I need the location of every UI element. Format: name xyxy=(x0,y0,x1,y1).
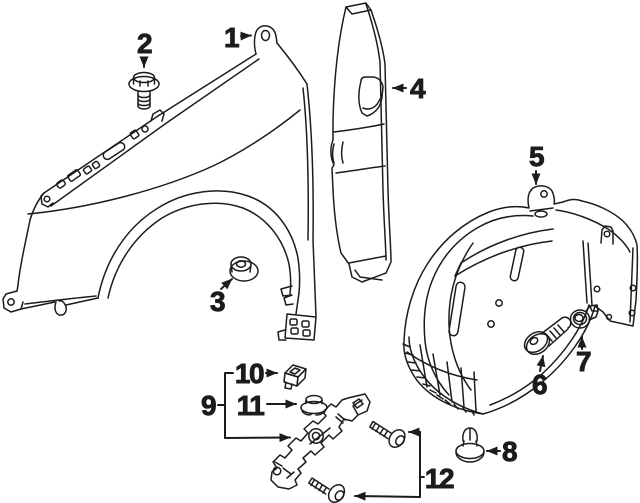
fender-lower-bracket xyxy=(284,313,317,341)
liner-tab-hole xyxy=(540,190,548,198)
bracket-screw-upper-drawing xyxy=(369,420,406,449)
fender-bracket-drawing xyxy=(270,393,371,490)
fender-tab xyxy=(253,25,278,55)
leader-bracket-9 xyxy=(217,372,234,439)
bracket-screw-lower-drawing xyxy=(308,477,346,503)
callout-8: 8 xyxy=(486,436,519,467)
callout-12: 12 xyxy=(354,427,456,501)
bracket-clip-drawing xyxy=(283,364,307,390)
fender-insulator-drawing xyxy=(330,2,392,283)
callout-4: 4 xyxy=(392,73,428,104)
liner-outline xyxy=(403,185,639,415)
callout-label-3: 3 xyxy=(210,286,225,317)
leader-line-9 xyxy=(224,433,291,443)
fender-bolt-drawing xyxy=(128,71,160,110)
leader-line-1 xyxy=(240,31,252,41)
callout-label-6: 6 xyxy=(532,369,547,400)
callout-label-9: 9 xyxy=(201,390,216,421)
callout-9: 9 xyxy=(201,372,291,443)
leader-line-3 xyxy=(220,278,233,290)
clip-nut-drawing xyxy=(569,304,599,329)
leader-bracket-12 xyxy=(419,431,425,498)
callout-1: 1 xyxy=(224,22,252,53)
fender-tab-hole xyxy=(260,29,271,42)
callout-label-7: 7 xyxy=(576,346,591,377)
callout-label-5: 5 xyxy=(529,141,544,172)
callout-label-11: 11 xyxy=(237,390,265,421)
leader-line-12b xyxy=(354,491,421,501)
callout-11: 11 xyxy=(236,390,297,421)
wheelhouse-liner-drawing xyxy=(402,185,639,416)
leader-line-6 xyxy=(536,355,546,372)
callout-3: 3 xyxy=(210,278,233,317)
callout-label-10: 10 xyxy=(235,358,264,389)
bracket-outline xyxy=(270,393,371,490)
callout-2: 2 xyxy=(137,28,154,68)
callouts: 1 2 3 4 5 6 7 8 xyxy=(137,22,593,501)
callout-label-2: 2 xyxy=(137,28,152,59)
fender-nut-drawing xyxy=(229,256,259,282)
bracket-grommet-drawing xyxy=(300,394,328,416)
fender-panel-drawing xyxy=(2,25,317,341)
callout-label-8: 8 xyxy=(502,436,517,467)
callout-5: 5 xyxy=(529,141,546,185)
callout-label-1: 1 xyxy=(224,22,239,53)
bracket-boss xyxy=(308,428,324,444)
callout-7: 7 xyxy=(576,336,593,377)
callout-label-12: 12 xyxy=(425,463,454,494)
callout-label-4: 4 xyxy=(410,73,426,104)
push-clip-drawing xyxy=(455,427,485,463)
callout-6: 6 xyxy=(532,355,549,400)
callout-10: 10 xyxy=(234,358,278,389)
